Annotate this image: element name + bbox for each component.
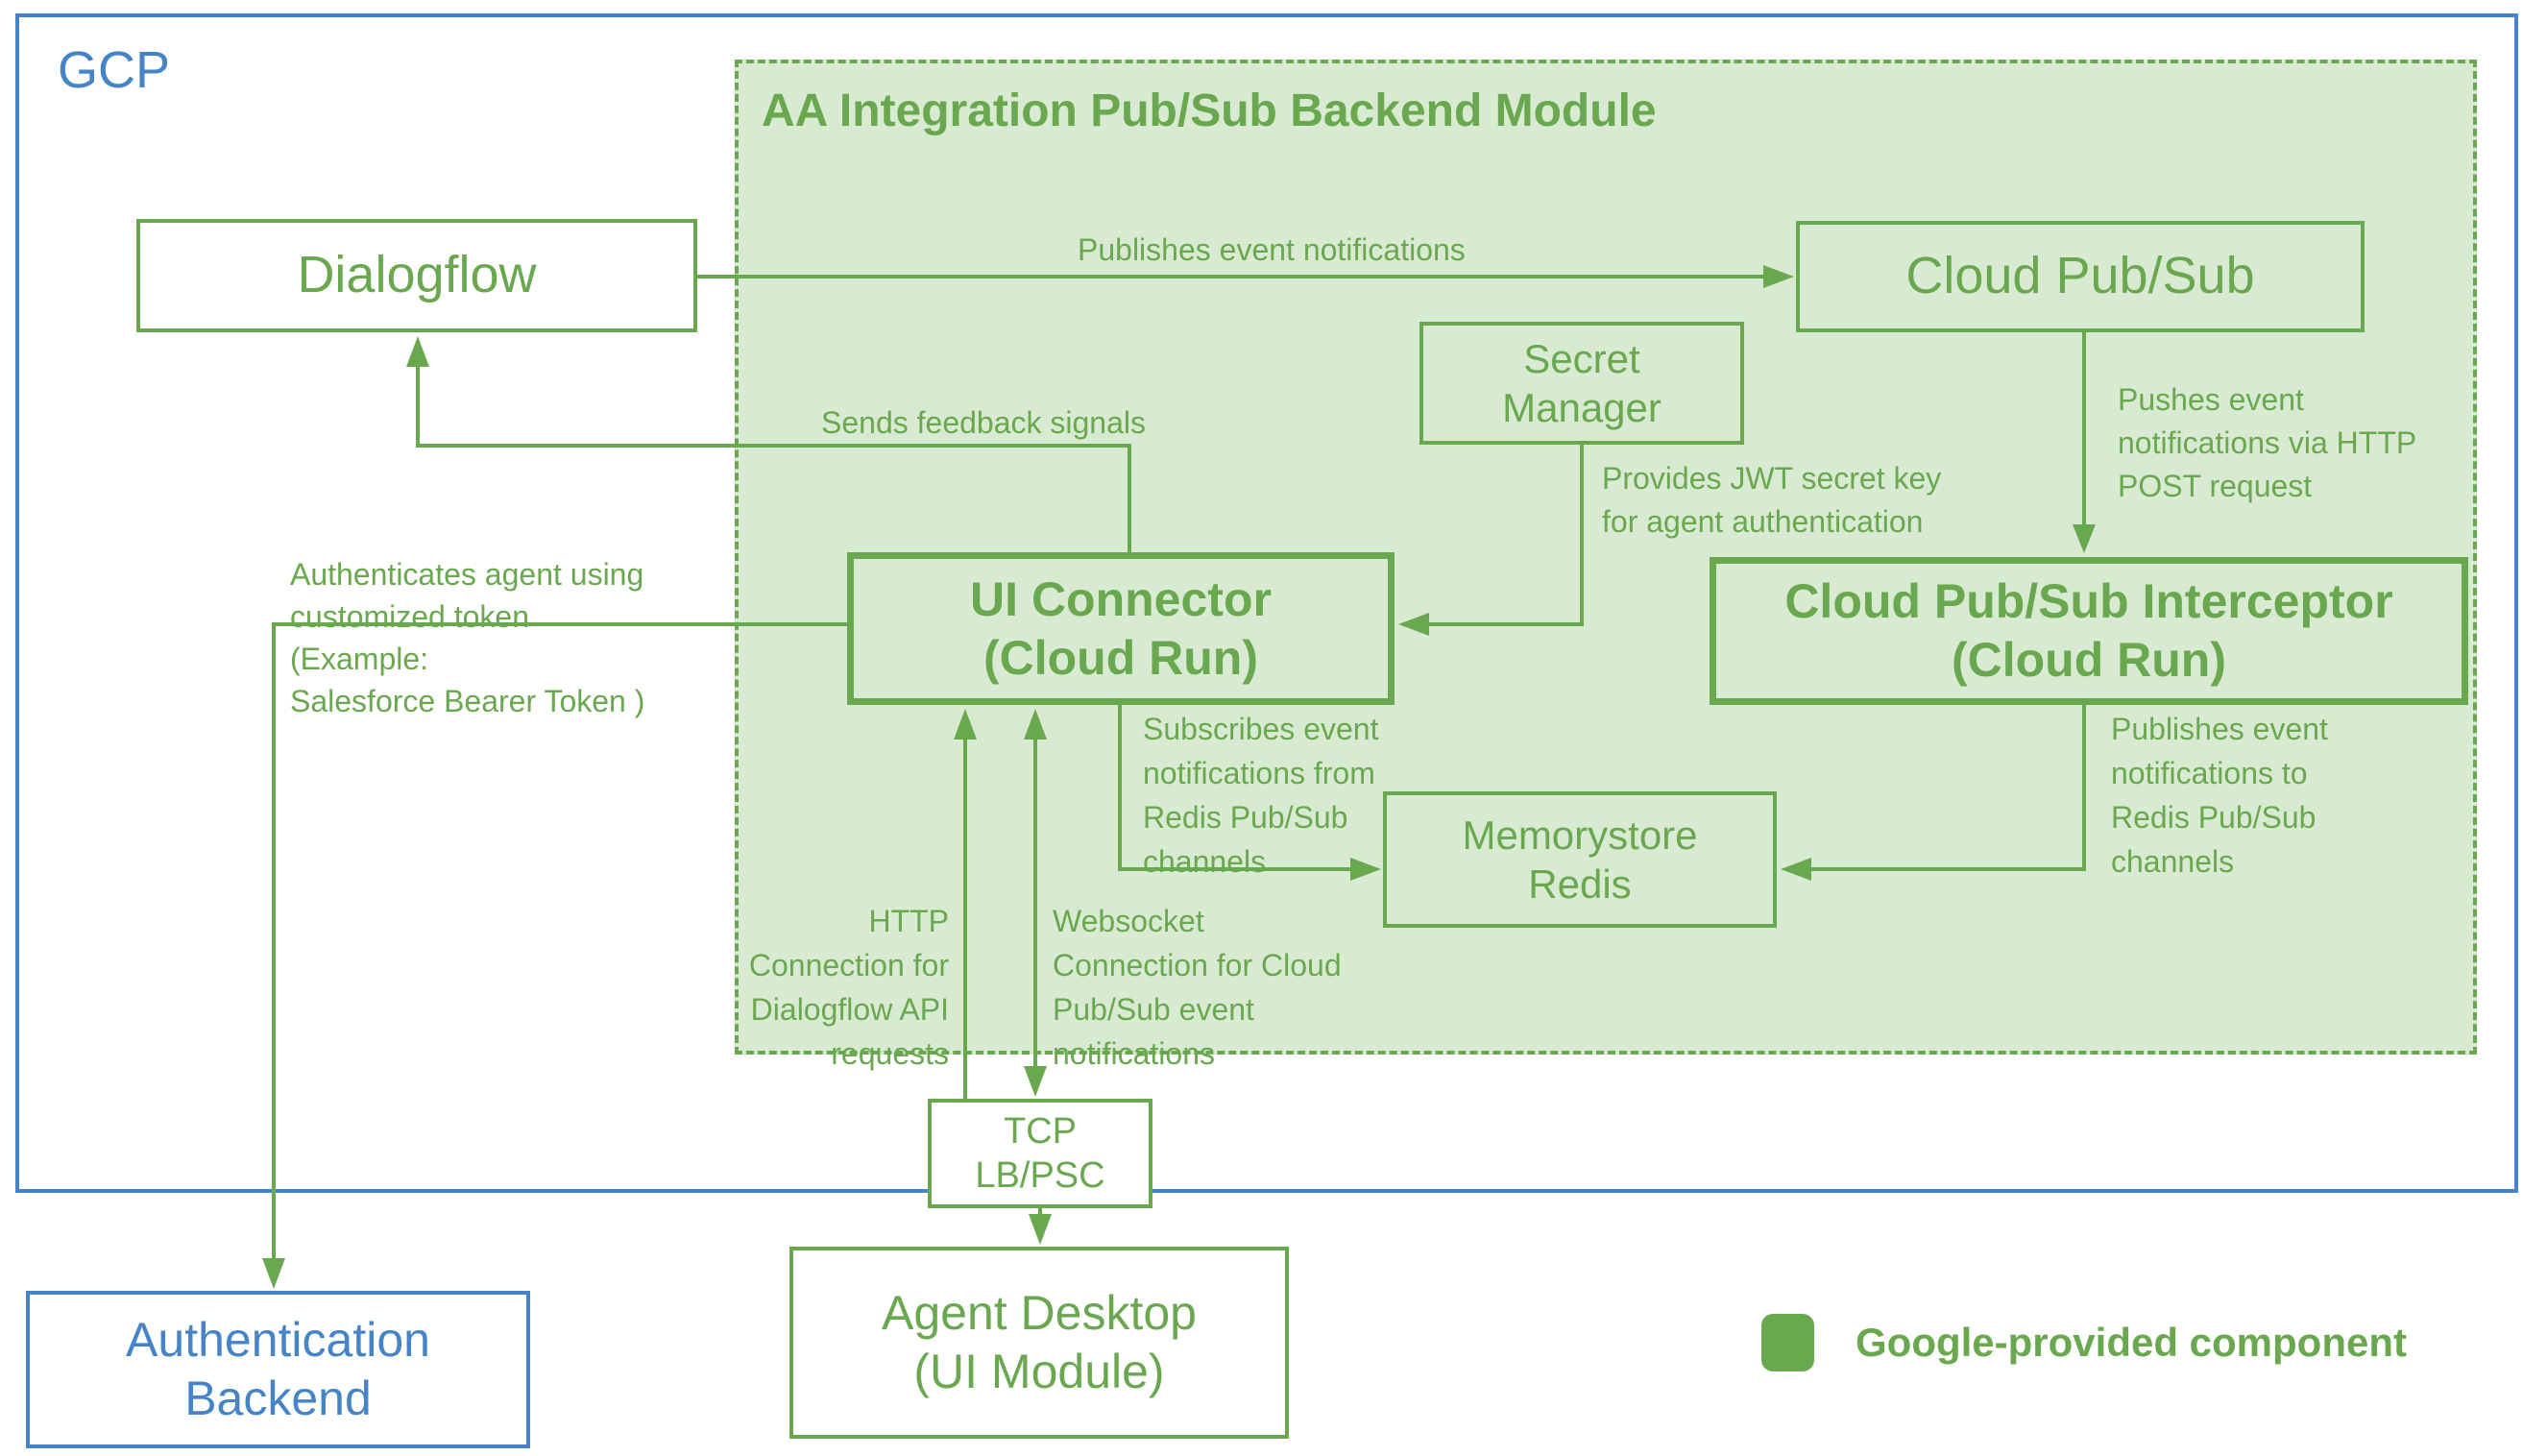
- label-publishes-event-notifications: Publishes event notifications: [1078, 232, 1466, 267]
- node-agent-desktop: Agent Desktop (UI Module): [789, 1247, 1289, 1439]
- gcp-label: GCP: [58, 41, 171, 99]
- arrowhead-into-memorystore-left: [1350, 858, 1381, 881]
- label-publishes-to-redis: Publishes event notifications to Redis P…: [2111, 712, 2328, 879]
- edge-interceptor-to-memorystore: [1809, 705, 2086, 871]
- arrowhead-into-auth-backend: [262, 1258, 285, 1289]
- node-agent-desktop-label: Agent Desktop (UI Module): [882, 1286, 1197, 1398]
- node-authentication-backend-label: Authentication Backend: [126, 1313, 430, 1425]
- node-dialogflow: Dialogflow: [136, 219, 697, 332]
- arrowhead-into-interceptor: [2073, 524, 2096, 553]
- legend-google-component-label: Google-provided component: [1856, 1320, 2407, 1365]
- arrowhead-into-agent-desktop: [1029, 1214, 1052, 1245]
- node-ui-connector-label: UI Connector (Cloud Run): [970, 571, 1272, 685]
- node-pubsub-interceptor: Cloud Pub/Sub Interceptor (Cloud Run): [1710, 557, 2468, 705]
- node-tcp-lb-psc-label: TCP LB/PSC: [975, 1110, 1105, 1196]
- edge-uiconnector-to-dialogflow-feedback: [416, 365, 1131, 552]
- label-http-connection: HTTP Connection for Dialogflow API reque…: [748, 904, 949, 1071]
- node-cloud-pubsub-label: Cloud Pub/Sub: [1905, 247, 2255, 305]
- node-pubsub-interceptor-label: Cloud Pub/Sub Interceptor (Cloud Run): [1784, 574, 2393, 687]
- node-cloud-pubsub: Cloud Pub/Sub: [1796, 221, 2365, 332]
- node-dialogflow-label: Dialogflow: [297, 246, 537, 304]
- label-authenticates-agent: Authenticates agent using customized tok…: [290, 557, 645, 718]
- arrowhead-into-memorystore-right: [1781, 858, 1811, 881]
- node-ui-connector: UI Connector (Cloud Run): [847, 552, 1395, 705]
- label-websocket-connection: Websocket Connection for Cloud Pub/Sub e…: [1053, 904, 1342, 1071]
- module-title: AA Integration Pub/Sub Backend Module: [762, 85, 1657, 136]
- node-memorystore-redis-label: Memorystore Redis: [1462, 812, 1698, 907]
- legend-google-component-icon: [1761, 1314, 1814, 1371]
- node-secret-manager: Secret Manager: [1419, 322, 1744, 445]
- label-provides-jwt-secret: Provides JWT secret key for agent authen…: [1602, 461, 1942, 539]
- node-tcp-lb-psc: TCP LB/PSC: [928, 1099, 1152, 1208]
- node-secret-manager-label: Secret Manager: [1502, 335, 1662, 430]
- node-memorystore-redis: Memorystore Redis: [1383, 791, 1777, 928]
- arrowhead-into-pubsub: [1763, 265, 1794, 288]
- arrowhead-into-uiconnector-right: [1398, 613, 1429, 636]
- edge-uiconnector-to-auth-backend: [272, 622, 847, 1260]
- arrowhead-ws-into-uiconnector: [1024, 709, 1047, 740]
- label-sends-feedback-signals: Sends feedback signals: [821, 405, 1146, 440]
- node-authentication-backend: Authentication Backend: [26, 1291, 530, 1448]
- label-pushes-event-notifications: Pushes event notifications via HTTP POST…: [2118, 382, 2417, 503]
- label-subscribes-event-notifications: Subscribes event notifications from Redi…: [1143, 712, 1379, 879]
- edge-secret-to-uiconnector: [1427, 445, 1584, 626]
- arrowhead-into-dialogflow: [406, 336, 429, 367]
- gcp-boundary: [15, 13, 2518, 1193]
- arrowhead-http-into-uiconnector: [954, 709, 977, 740]
- edge-uiconnector-to-memorystore: [1118, 705, 1352, 871]
- arrowhead-ws-into-tcp: [1024, 1066, 1047, 1097]
